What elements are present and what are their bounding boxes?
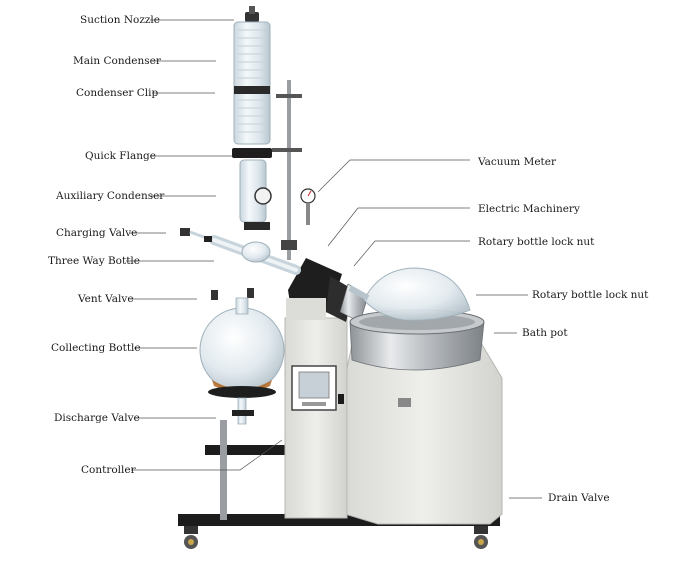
- label-vacuum-meter: Vacuum Meter: [478, 156, 556, 168]
- charging-valve: [180, 228, 213, 242]
- label-main-condenser: Main Condenser: [73, 55, 161, 67]
- vent-valve: [211, 288, 254, 300]
- collecting-bottle: [199, 297, 285, 398]
- label-drain-valve: Drain Valve: [548, 492, 610, 504]
- discharge-valve: [232, 397, 254, 425]
- auxiliary-condenser: [239, 159, 272, 230]
- three-way-bottle: [209, 235, 301, 275]
- controller-column: [284, 317, 348, 519]
- label-vent-valve: Vent Valve: [78, 293, 134, 305]
- label-electric-machinery: Electric Machinery: [478, 203, 580, 215]
- leader-electric-machinery: [327, 207, 470, 247]
- label-auxiliary-condenser: Auxiliary Condenser: [56, 190, 165, 202]
- controller-panel: [291, 365, 344, 411]
- leader-rotary-lock-nut-1: [353, 240, 470, 267]
- suction-nozzle: [245, 6, 259, 22]
- housing-badge: [398, 398, 411, 407]
- label-rotary-lock-nut-2: Rotary bottle lock nut: [532, 289, 649, 301]
- leader-controller: [131, 439, 283, 471]
- quick-flange: [232, 148, 272, 158]
- label-controller: Controller: [81, 464, 136, 476]
- vacuum-meter: [300, 188, 316, 225]
- evaporating-flask: [348, 267, 471, 321]
- label-three-way-bottle: Three Way Bottle: [48, 255, 141, 267]
- main-condenser: [233, 21, 271, 145]
- caster-wheel-left: [184, 526, 198, 549]
- condenser-clip: [234, 86, 270, 94]
- label-bath-pot: Bath pot: [522, 327, 568, 339]
- support-rod: [272, 80, 302, 260]
- leader-vacuum-meter: [317, 159, 470, 193]
- label-discharge-valve: Discharge Valve: [54, 412, 140, 424]
- label-condenser-clip: Condenser Clip: [76, 87, 159, 99]
- label-charging-valve: Charging Valve: [56, 227, 138, 239]
- label-rotary-lock-nut-1: Rotary bottle lock nut: [478, 236, 595, 248]
- caster-wheel-right: [474, 526, 488, 549]
- label-quick-flange: Quick Flange: [85, 150, 156, 162]
- label-collecting-bottle: Collecting Bottle: [51, 342, 141, 354]
- label-suction-nozzle: Suction Nozzle: [80, 14, 160, 26]
